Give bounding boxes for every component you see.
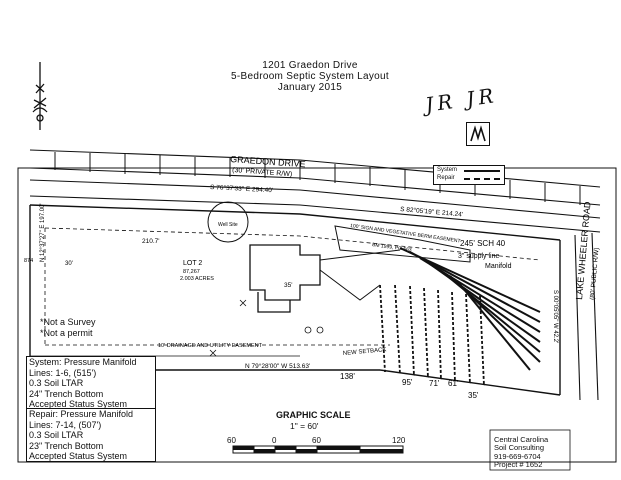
- north-arrow-icon: [470, 125, 486, 142]
- graphic-scale-title: GRAPHIC SCALE: [276, 410, 351, 420]
- road-ticks: [54, 152, 581, 205]
- dim-874-label: 874: [24, 258, 33, 264]
- dim-61-label: 61': [448, 379, 459, 388]
- new-setback-label: NEW SETBACK: [343, 347, 387, 357]
- house-footprint: [249, 244, 321, 313]
- well-circle: [207, 201, 249, 243]
- company-line-4: Project # 1652: [494, 460, 543, 470]
- company-line-1: Central Carolina: [494, 435, 549, 444]
- graedon-drive-sublabel: (30' PRIVATE R/W): [232, 167, 293, 178]
- dim-30-label: 30': [65, 261, 73, 267]
- repair-line-4: 23" Trench Bottom: [29, 440, 104, 451]
- legend-system-line: [464, 170, 500, 172]
- dim-95-label: 95': [402, 378, 413, 387]
- drainfield-lines: [399, 247, 541, 371]
- north-arrow-box: [466, 122, 490, 146]
- sch-label: 245' SCH 40: [460, 239, 506, 248]
- dim-138-label: 138': [340, 372, 355, 381]
- company-line-2: Soil Consulting: [494, 443, 545, 453]
- dim-71-label: 71': [429, 379, 440, 388]
- graedon-drive-road: [29, 149, 601, 233]
- graphic-scale-bar: [232, 445, 404, 454]
- lot-acres-label: 2.003 ACRES: [180, 276, 214, 282]
- dim-35-label: 35': [284, 282, 292, 289]
- easement-label: 100' SIGN AND VEGETATIVE BERM EASEMENT: [350, 223, 461, 244]
- bearing-left: N 12°37'27" E 197.00': [40, 203, 46, 262]
- lake-wheeler-road: [574, 232, 599, 401]
- repair-line-2: Lines: 7-14, (507'): [29, 419, 102, 430]
- title-subtitle: 5-Bedroom Septic System Layout: [231, 71, 389, 82]
- bearing-top-1: S 76°37'33" E 294.40': [210, 183, 273, 194]
- property-lines: [29, 204, 561, 396]
- system-line-3: 0.3 Soil LTAR: [29, 378, 84, 388]
- bearing-right: S 00°05'05" W 42.2': [552, 290, 558, 343]
- setback-lines: [44, 227, 541, 346]
- manifold-label: Manifold: [485, 263, 512, 270]
- system-line-1: System: Pressure Manifold: [29, 357, 137, 367]
- dim-35b-label: 35': [468, 391, 479, 400]
- survey-symbols: [209, 299, 324, 357]
- graphic-scale-ratio: 1" = 60': [290, 421, 319, 431]
- system-line-2: Lines: 1-6, (515'): [29, 367, 97, 378]
- company-box: [489, 429, 571, 471]
- lot-area-label: 87,267: [183, 269, 200, 275]
- title-block: 1201 Graedon Drive 5-Bedroom Septic Syst…: [200, 60, 420, 93]
- well-site-label: Well Site: [218, 222, 238, 228]
- scale-tick-120: 120: [392, 436, 406, 445]
- legend-box: System Repair: [433, 165, 505, 185]
- note-not-survey: *Not a Survey: [40, 317, 96, 327]
- legend-repair-line: [464, 178, 500, 180]
- scale-tick-0: 0: [272, 436, 277, 445]
- company-line-3: 919-669-6704: [494, 451, 541, 461]
- drainage-easement-label: 10' DRAINAGE AND UTILITY EASEMENT: [158, 343, 263, 349]
- repair-line-5: Accepted Status System: [29, 451, 128, 461]
- scale-tick-60: 60: [312, 436, 321, 445]
- easement-area: [334, 225, 471, 263]
- legend-repair-label: Repair: [437, 175, 455, 181]
- bearing-bottom: N 79°28'00" W 513.63': [245, 362, 310, 370]
- repair-info-box: Repair: Pressure Manifold Lines: 7-14, (…: [26, 408, 156, 462]
- legend-system-label: System: [437, 167, 458, 173]
- dim-210-label: 210.7': [142, 238, 160, 245]
- system-info-box: System: Pressure Manifold Lines: 1-6, (5…: [26, 356, 156, 409]
- scale-tick-60-left: 60: [227, 436, 236, 445]
- margin-doodle: [32, 62, 48, 130]
- plan-border: [17, 167, 617, 463]
- repair-lines: [379, 284, 485, 387]
- title-date: January 2015: [277, 82, 343, 93]
- title-address: 1201 Graedon Drive: [262, 60, 358, 71]
- lot-label: LOT 2: [183, 260, 202, 267]
- easement-ref-label: BM 1999, PG 563: [372, 242, 412, 254]
- lake-wheeler-sublabel: (80' PUBLIC R/W): [589, 247, 601, 300]
- supply-line: [319, 249, 401, 301]
- system-line-4: 24" Trench Bottom: [29, 388, 104, 399]
- system-line-5: Accepted Status System: [29, 399, 128, 409]
- repair-line-3: 0.3 Soil LTAR: [29, 430, 84, 440]
- company-info: Central Carolina Soil Consulting 919-669…: [494, 435, 564, 470]
- supply-label: 3" supply line: [458, 253, 500, 260]
- repair-line-1: Repair: Pressure Manifold: [29, 409, 134, 419]
- note-not-permit: *Not a permit: [40, 328, 93, 338]
